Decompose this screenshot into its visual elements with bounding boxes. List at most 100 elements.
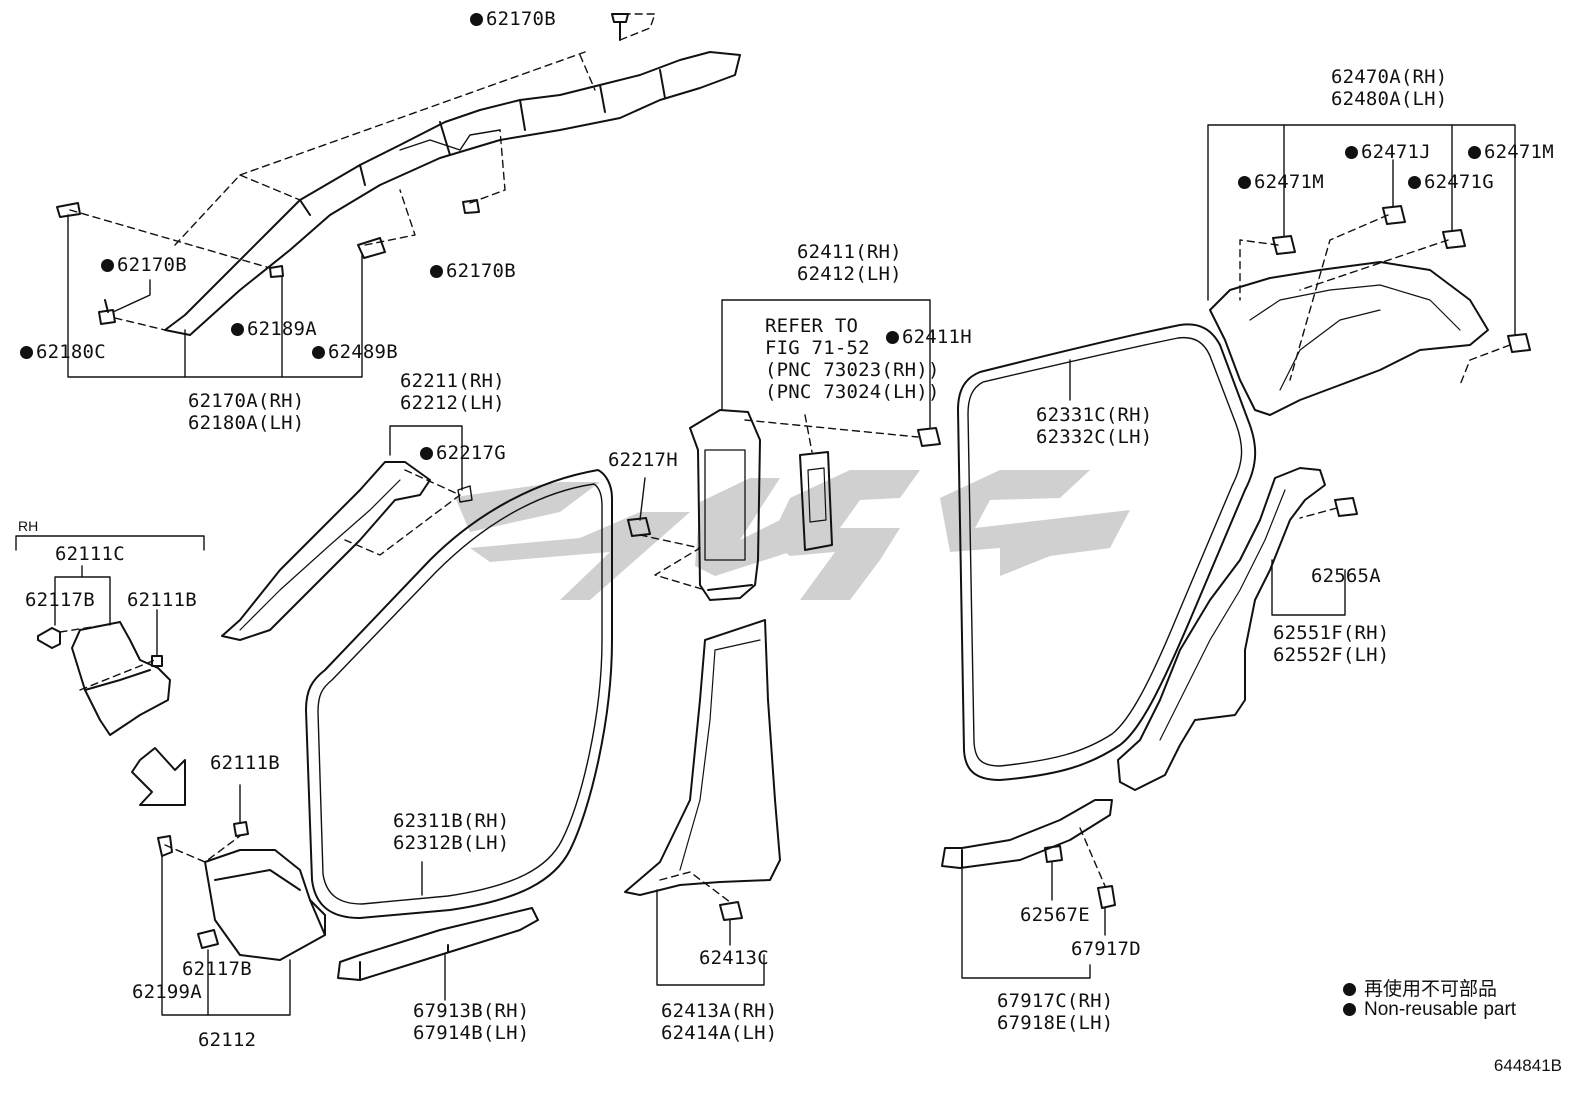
dashed-leaders-62211 — [344, 469, 461, 556]
non-reusable-dot-icon — [1343, 983, 1356, 996]
bracket-62413A — [656, 889, 765, 986]
label-62117B-top: 62117B — [25, 589, 95, 611]
figure-code: 644841B — [1493, 1056, 1562, 1075]
non-reusable-dot-icon — [1408, 176, 1421, 189]
bracket-62211 — [389, 425, 473, 503]
label-62111B-top: 62111B — [127, 589, 197, 611]
dashed-leaders-top — [69, 13, 656, 331]
label-62217H: 62217H — [608, 449, 678, 471]
rh-tag: RH — [18, 518, 39, 534]
label-62565A: 62565A — [1311, 565, 1381, 587]
front-scuff-plate-outline — [337, 907, 539, 981]
cowl-side-trim-upper-outline — [71, 621, 171, 736]
roof-side-inner-garnish-outline — [1209, 261, 1489, 416]
label-62189A: 62189A — [231, 318, 317, 340]
bracket-62411 — [721, 299, 931, 429]
label-62331C: 62331C(RH) 62332C(LH) — [1036, 404, 1153, 448]
seatbelt-adjuster-outline — [799, 451, 833, 551]
dashed-leaders-62112 — [164, 835, 241, 863]
label-67913B: 67913B(RH) 67914B(LH) — [413, 1000, 530, 1044]
label-62111C: 62111C — [55, 543, 125, 565]
clip-62489B-shape — [357, 237, 386, 259]
non-reusable-dot-icon — [1345, 146, 1358, 159]
bracket-62111C — [15, 535, 205, 657]
front-door-weatherstrip-outline — [305, 469, 613, 919]
center-pillar-garnish-upper-outline — [689, 409, 761, 601]
rear-scuff-plate-outline — [941, 799, 1113, 869]
label-62170A: 62170A(RH) 62180A(LH) — [188, 390, 305, 434]
non-reusable-dot-icon — [20, 346, 33, 359]
screw-62170B-mid — [462, 199, 480, 214]
bracket-62170A — [67, 214, 363, 378]
dashed-leaders-62470A — [1239, 214, 1511, 386]
clip-62411H-shape — [917, 427, 941, 447]
bracket-67917C — [961, 861, 1106, 979]
label-62471J: 62471J — [1345, 141, 1431, 163]
clip-67917D-shape — [1097, 885, 1116, 909]
front-pillar-garnish-outline — [221, 461, 431, 641]
clip-62413C-shape — [719, 901, 743, 921]
label-62471M-left: 62471M — [1238, 171, 1324, 193]
label-62413A: 62413A(RH) 62414A(LH) — [661, 1000, 778, 1044]
clips-62471-group — [1272, 205, 1531, 353]
label-62413C: 62413C — [699, 947, 769, 969]
label-62489B: 62489B — [312, 341, 398, 363]
bracket-62470A — [1207, 124, 1516, 335]
clip-62189A-shape — [269, 265, 284, 278]
label-62471M-right: 62471M — [1468, 141, 1554, 163]
label-62199A: 62199A — [132, 981, 202, 1003]
label-62470A: 62470A(RH) 62480A(LH) — [1331, 66, 1448, 110]
clip-62567E-shape — [1044, 845, 1063, 863]
label-62551F: 62551F(RH) 62552F(LH) — [1273, 622, 1390, 666]
non-reusable-dot-icon — [420, 447, 433, 460]
label-67917C: 67917C(RH) 67918E(LH) — [997, 990, 1114, 1034]
dashed-leaders-67917 — [1079, 827, 1106, 887]
dashed-leaders-62411 — [639, 414, 919, 591]
cowl-side-trim-lower-outline — [204, 849, 326, 961]
label-62311B: 62311B(RH) 62312B(LH) — [393, 810, 510, 854]
non-reusable-dot-icon — [886, 331, 899, 344]
label-62111B-low: 62111B — [210, 752, 280, 774]
label-62471G: 62471G — [1408, 171, 1494, 193]
watermark-logo — [455, 470, 1130, 600]
label-62180C: 62180C — [20, 341, 106, 363]
label-62170B-left: 62170B — [101, 254, 187, 276]
view-arrow — [131, 747, 186, 806]
non-reusable-dot-icon — [101, 259, 114, 272]
screw-62170B-left — [98, 299, 116, 325]
non-reusable-dot-icon — [470, 13, 483, 26]
label-62411H: 62411H — [886, 326, 972, 348]
label-62170B-mid: 62170B — [430, 260, 516, 282]
non-reusable-dot-icon — [1238, 176, 1251, 189]
label-62117B-low: 62117B — [182, 958, 252, 980]
dashed-leaders-62551F — [1299, 507, 1338, 519]
roof-side-garnish-outline — [164, 51, 741, 336]
dashed-leaders-62413 — [659, 871, 731, 903]
label-62567E: 62567E — [1020, 904, 1090, 926]
non-reusable-dot-icon — [312, 346, 325, 359]
non-reusable-dot-icon — [430, 265, 443, 278]
rear-door-weatherstrip-outline — [957, 323, 1257, 781]
clip-62117B-low — [197, 929, 219, 949]
label-refer-note: REFER TO FIG 71-52 (PNC 73023(RH)) (PNC … — [765, 315, 940, 403]
center-pillar-garnish-lower-outline — [624, 619, 781, 896]
non-reusable-dot-icon — [1468, 146, 1481, 159]
clip-62117B-top — [37, 627, 61, 649]
label-62170B-top: 62170B — [470, 8, 556, 30]
legend-jp: 再使用不可部品 — [1343, 974, 1497, 1001]
legend-en: Non-reusable part — [1343, 999, 1516, 1021]
bracket-62551F — [1271, 559, 1346, 616]
clip-62180C-shape — [56, 202, 81, 218]
nut-62111B-low — [233, 821, 249, 837]
quarter-pillar-garnish-outline — [1117, 467, 1326, 791]
clip-62170B-top — [611, 13, 629, 41]
clip-62565A-shape — [1334, 497, 1358, 517]
clip-62199A-shape — [157, 835, 173, 857]
dashed-leaders-62111C — [59, 624, 156, 691]
non-reusable-dot-icon — [1343, 1003, 1356, 1016]
label-67917D: 67917D — [1071, 938, 1141, 960]
label-62211: 62211(RH) 62212(LH) — [400, 370, 505, 414]
label-62411: 62411(RH) 62412(LH) — [797, 241, 902, 285]
